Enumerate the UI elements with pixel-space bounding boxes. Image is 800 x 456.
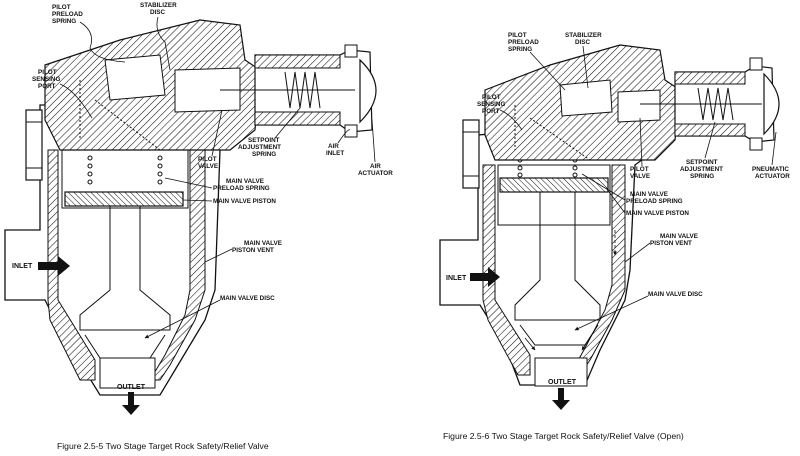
label-pilot-preload-spring-l3: SPRING xyxy=(52,18,76,25)
svg-text:PRELOAD SPRING: PRELOAD SPRING xyxy=(213,185,270,192)
svg-text:VALVE: VALVE xyxy=(630,173,650,180)
svg-text:SETPOINT: SETPOINT xyxy=(248,137,280,144)
svg-text:ADJUSTMENT: ADJUSTMENT xyxy=(680,166,723,173)
label-piston-vent-l1: MAIN VALVE xyxy=(244,240,282,247)
label-outlet: OUTLET xyxy=(117,384,146,391)
label-r-outlet: OUTLET xyxy=(548,379,577,386)
svg-text:SPRING: SPRING xyxy=(508,46,532,53)
svg-text:DISC: DISC xyxy=(150,9,165,16)
label-r-pilot-sensing-port-l3: PORT xyxy=(482,108,500,115)
label-stabilizer-disc-l1: STABILIZER xyxy=(140,2,177,9)
label-r-setpoint-spring-l1: SETPOINT xyxy=(686,159,718,166)
svg-text:PILOT: PILOT xyxy=(508,32,527,39)
svg-text:SENSING: SENSING xyxy=(32,76,60,83)
label-r-piston-vent-l2: PISTON VENT xyxy=(650,240,692,247)
label-setpoint-spring-l3: SPRING xyxy=(252,151,276,158)
label-pilot-sensing-port-l1: PILOT xyxy=(38,69,57,76)
svg-text:PILOT: PILOT xyxy=(52,4,71,11)
label-main-preload-spring-l2: PRELOAD SPRING xyxy=(213,185,270,192)
svg-text:ACTUATOR: ACTUATOR xyxy=(358,170,393,177)
svg-text:SPRING: SPRING xyxy=(690,173,714,180)
label-pilot-valve-l2: VALVE xyxy=(198,163,218,170)
svg-text:ACTUATOR: ACTUATOR xyxy=(755,173,790,180)
svg-text:PORT: PORT xyxy=(38,83,56,90)
label-r-main-valve-disc: MAIN VALVE DISC xyxy=(648,291,703,298)
svg-text:SPRING: SPRING xyxy=(52,18,76,25)
svg-text:VALVE: VALVE xyxy=(198,163,218,170)
label-r-main-valve-piston: MAIN VALVE PISTON xyxy=(626,210,689,217)
label-air-inlet-l2: INLET xyxy=(326,150,344,157)
svg-text:SPRING: SPRING xyxy=(252,151,276,158)
svg-text:AIR: AIR xyxy=(328,143,339,150)
svg-text:INLET: INLET xyxy=(326,150,344,157)
label-r-pilot-sensing-port-l2: SENSING xyxy=(477,101,505,108)
label-r-piston-vent-l1: MAIN VALVE xyxy=(660,233,698,240)
label-r-pilot-preload-spring-l3: SPRING xyxy=(508,46,532,53)
label-pilot-sensing-port-l2: SENSING xyxy=(32,76,60,83)
label-air-inlet-l1: AIR xyxy=(328,143,339,150)
label-pilot-preload-spring-l1: PILOT xyxy=(52,4,71,11)
label-r-stabilizer-disc-l2: DISC xyxy=(575,39,590,46)
label-inlet: INLET xyxy=(12,263,33,270)
label-setpoint-spring-l1: SETPOINT xyxy=(248,137,280,144)
svg-text:PISTON VENT: PISTON VENT xyxy=(650,240,692,247)
label-r-pneumatic-actuator-l1: PNEUMATIC xyxy=(752,166,789,173)
label-pilot-preload-spring-l2: PRELOAD xyxy=(52,11,83,18)
svg-text:DISC: DISC xyxy=(575,39,590,46)
labels-left: PILOT PRELOAD SPRING STABILIZER DISC PIL… xyxy=(12,2,393,451)
svg-text:SETPOINT: SETPOINT xyxy=(686,159,718,166)
label-r-setpoint-spring-l2: ADJUSTMENT xyxy=(680,166,723,173)
svg-text:PILOT: PILOT xyxy=(482,94,501,101)
svg-text:PILOT: PILOT xyxy=(630,166,649,173)
svg-text:STABILIZER: STABILIZER xyxy=(140,2,177,9)
label-stabilizer-disc-l2: DISC xyxy=(150,9,165,16)
label-setpoint-spring-l2: ADJUSTMENT xyxy=(238,144,281,151)
svg-text:PISTON VENT: PISTON VENT xyxy=(232,247,274,254)
svg-text:MAIN VALVE: MAIN VALVE xyxy=(226,178,264,185)
label-r-inlet: INLET xyxy=(446,275,467,282)
label-r-main-preload-spring-l1: MAIN VALVE xyxy=(630,191,668,198)
svg-text:PRELOAD: PRELOAD xyxy=(52,11,83,18)
svg-text:PILOT: PILOT xyxy=(198,156,217,163)
label-piston-vent-l2: PISTON VENT xyxy=(232,247,274,254)
svg-text:SENSING: SENSING xyxy=(477,101,505,108)
svg-text:PORT: PORT xyxy=(482,108,500,115)
label-pilot-valve-l1: PILOT xyxy=(198,156,217,163)
label-r-pneumatic-actuator-l2: ACTUATOR xyxy=(755,173,790,180)
label-r-pilot-valve-l1: PILOT xyxy=(630,166,649,173)
valve-open-diagram xyxy=(439,44,780,410)
label-r-stabilizer-disc-l1: STABILIZER xyxy=(565,32,602,39)
label-r-pilot-sensing-port-l1: PILOT xyxy=(482,94,501,101)
svg-text:PNEUMATIC: PNEUMATIC xyxy=(752,166,789,173)
svg-text:MAIN VALVE: MAIN VALVE xyxy=(660,233,698,240)
label-main-preload-spring-l1: MAIN VALVE xyxy=(226,178,264,185)
label-air-actuator-l2: ACTUATOR xyxy=(358,170,393,177)
label-r-main-preload-spring-l2: PRELOAD SPRING xyxy=(626,198,683,205)
label-r-pilot-preload-spring-l1: PILOT xyxy=(508,32,527,39)
label-r-pilot-valve-l2: VALVE xyxy=(630,173,650,180)
svg-text:PILOT: PILOT xyxy=(38,69,57,76)
svg-text:PRELOAD SPRING: PRELOAD SPRING xyxy=(626,198,683,205)
svg-text:ADJUSTMENT: ADJUSTMENT xyxy=(238,144,281,151)
svg-text:PRELOAD: PRELOAD xyxy=(508,39,539,46)
labels-right: PILOT PRELOAD SPRING STABILIZER DISC PIL… xyxy=(443,32,790,441)
svg-text:MAIN VALVE: MAIN VALVE xyxy=(244,240,282,247)
label-r-pilot-preload-spring-l2: PRELOAD xyxy=(508,39,539,46)
caption-figure-left: Figure 2.5-5 Two Stage Target Rock Safet… xyxy=(57,441,269,451)
svg-text:MAIN VALVE: MAIN VALVE xyxy=(630,191,668,198)
label-pilot-sensing-port-l3: PORT xyxy=(38,83,56,90)
svg-text:AIR: AIR xyxy=(370,163,381,170)
caption-figure-right: Figure 2.5-6 Two Stage Target Rock Safet… xyxy=(443,431,684,441)
label-main-valve-piston: MAIN VALVE PISTON xyxy=(213,198,276,205)
label-main-valve-disc: MAIN VALVE DISC xyxy=(220,295,275,302)
svg-text:STABILIZER: STABILIZER xyxy=(565,32,602,39)
label-air-actuator-l1: AIR xyxy=(370,163,381,170)
valve-closed-diagram xyxy=(4,19,377,415)
label-r-setpoint-spring-l3: SPRING xyxy=(690,173,714,180)
